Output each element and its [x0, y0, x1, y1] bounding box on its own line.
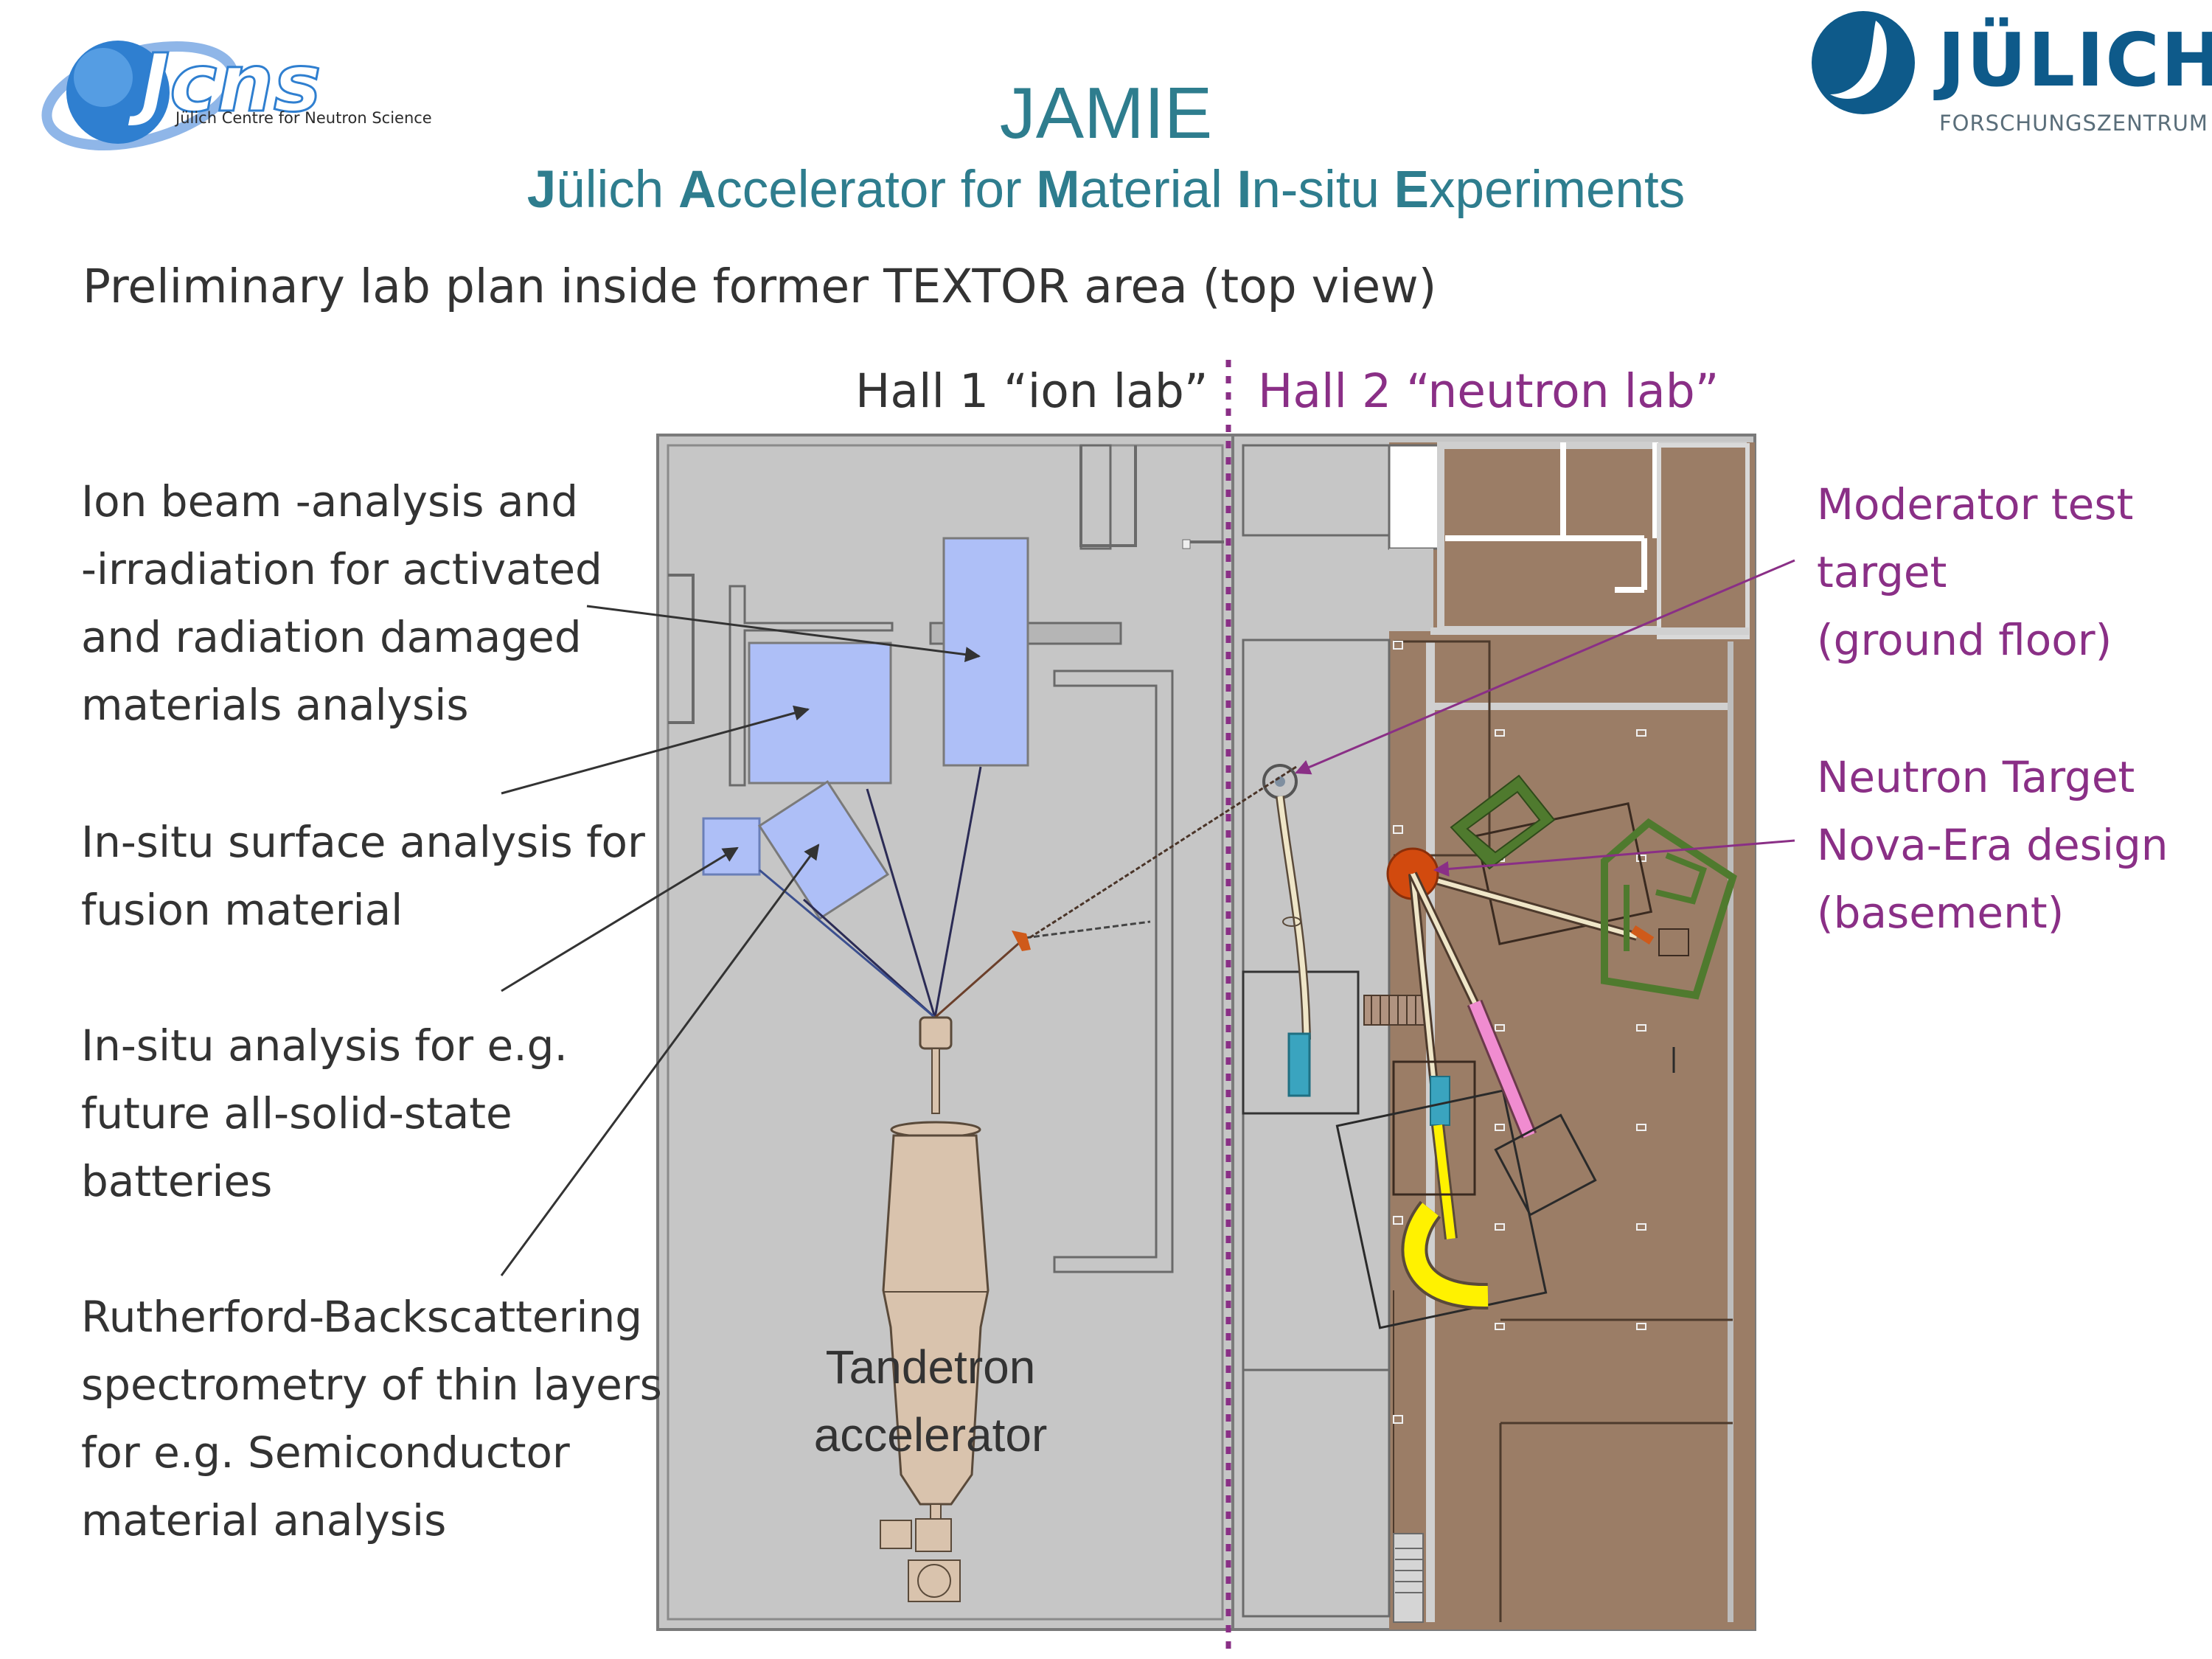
note-line: (ground floor): [1817, 615, 2112, 665]
subtitle-part: E: [1394, 161, 1430, 219]
juelich-logo-mark: [1812, 11, 1915, 114]
note-line: (basement): [1817, 888, 2065, 938]
note-line: Neutron Target: [1817, 752, 2135, 802]
neutron-beamlines: [1335, 872, 1597, 1329]
note-line: Rutherford-Backscattering: [81, 1292, 643, 1342]
ion-beam-chamber-tall: [942, 537, 1029, 767]
note-ion-beam: Ion beam -analysis and -irradiation for …: [81, 467, 602, 739]
subtitle-part: ccelerator for: [716, 161, 1037, 219]
subtitle-part: J: [526, 161, 557, 219]
note-line: fusion material: [81, 885, 403, 935]
note-line: materials analysis: [81, 680, 469, 730]
beamlines: [759, 766, 1151, 1019]
note-line: Nova-Era design: [1817, 820, 2168, 870]
page-subtitle: Jülich Accelerator for Material In-situ …: [0, 164, 2212, 216]
ion-beam-chamber-large: [748, 641, 892, 785]
tandetron-accelerator: [880, 1016, 990, 1602]
note-line: spectrometry of thin layers: [81, 1360, 662, 1410]
subtitle-part: aterial: [1079, 161, 1237, 219]
subtitle-part: ülich: [556, 161, 678, 219]
in-situ-chamber-tilted: [757, 780, 890, 920]
note-neutron-target: Neutron Target Nova-Era design (basement…: [1817, 743, 2168, 947]
note-line: Ion beam -analysis and: [81, 476, 579, 526]
jcns-logo: Jcns: [41, 37, 322, 151]
subtitle-part: M: [1036, 161, 1080, 219]
juelich-logo-name: JÜLICH: [1938, 17, 2212, 103]
note-rbs: Rutherford-Backscattering spectrometry o…: [81, 1283, 662, 1554]
jcns-tagline: Jülich Centre for Neutron Science: [175, 109, 432, 127]
page-title: JAMIE: [999, 72, 1213, 153]
note-line: and radiation damaged: [81, 612, 582, 662]
in-situ-chamber-small: [702, 817, 761, 876]
note-line: -irradiation for activated: [81, 544, 602, 594]
tandetron-label-line: Tandetron: [825, 1340, 1036, 1394]
note-line: for e.g. Semiconductor: [81, 1427, 570, 1478]
tandetron-label-line: accelerator: [813, 1408, 1048, 1461]
hall-1-label: Hall 1 “ion lab”: [855, 364, 1208, 418]
juelich-logo-sub: FORSCHUNGSZENTRUM: [1939, 111, 2208, 136]
jcns-wordmark: Jcns: [127, 38, 321, 130]
moderator-test-target: [1262, 764, 1311, 1097]
subtitle-part: xperiments: [1429, 161, 1686, 219]
note-line: material analysis: [81, 1495, 447, 1545]
note-line: Moderator test: [1817, 479, 2134, 529]
note-line: target: [1817, 547, 1947, 597]
note-line: batteries: [81, 1156, 273, 1206]
plan-caption: Preliminary lab plan inside former TEXTO…: [83, 260, 1437, 313]
callout-arrows: [500, 559, 1795, 1276]
note-batteries: In-situ analysis for e.g. future all-sol…: [81, 1012, 568, 1215]
tandetron-label: Tandetron accelerator: [776, 1333, 1085, 1469]
subtitle-part: A: [678, 161, 717, 219]
note-moderator-target: Moderator test target (ground floor): [1817, 470, 2133, 674]
note-surface-analysis: In-situ surface analysis for fusion mate…: [81, 808, 645, 944]
subtitle-part: n-situ: [1251, 161, 1394, 219]
hall-2-label: Hall 2 “neutron lab”: [1258, 364, 1719, 418]
beamline-magnet: [1012, 931, 1031, 951]
note-line: In-situ surface analysis for: [81, 817, 645, 867]
note-line: future all-solid-state: [81, 1088, 512, 1138]
hall-2-floor: [1231, 434, 1756, 1631]
subtitle-part: I: [1237, 161, 1252, 219]
note-line: In-situ analysis for e.g.: [81, 1020, 568, 1071]
